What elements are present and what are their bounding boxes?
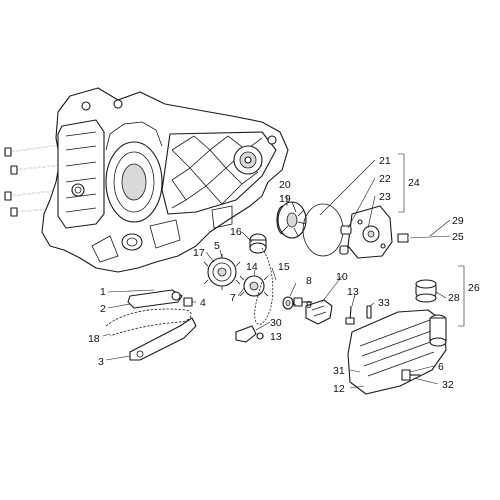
callout-24: 24 <box>408 177 420 189</box>
filler-cap <box>415 279 437 303</box>
callout-10: 10 <box>336 271 348 283</box>
callout-13-lower: 13 <box>270 331 282 343</box>
callout-6: 6 <box>438 361 444 373</box>
callout-3: 3 <box>98 356 104 368</box>
crankcase-studs <box>4 141 89 217</box>
callout-31: 31 <box>333 365 345 377</box>
dowel-pins <box>339 225 352 255</box>
callout-33: 33 <box>378 297 390 309</box>
callout-21: 21 <box>379 155 391 167</box>
callout-18: 18 <box>88 333 100 345</box>
driven-sprocket <box>239 275 269 297</box>
callout-19: 19 <box>279 193 291 205</box>
callout-8: 8 <box>306 275 312 287</box>
leader-lines <box>102 153 465 389</box>
callout-14: 14 <box>246 261 258 273</box>
chain-guide-rail <box>127 289 183 309</box>
chain-tensioner-bracket <box>305 299 333 325</box>
pump-cover-plate <box>347 205 393 259</box>
callout-29: 29 <box>452 215 464 227</box>
oil-pump-rotor <box>276 201 307 239</box>
callout-13-upper: 13 <box>347 286 359 298</box>
screw <box>345 305 355 325</box>
oil-sump <box>347 309 447 395</box>
callout-20: 20 <box>279 179 291 191</box>
callout-4: 4 <box>200 297 206 309</box>
callout-23: 23 <box>379 191 391 203</box>
crankcase-housing <box>4 87 289 273</box>
callout-9: 9 <box>306 299 312 311</box>
callout-labels: 21 22 23 24 20 19 16 17 5 14 15 7 8 9 10… <box>88 155 480 395</box>
drive-sprocket <box>203 254 241 290</box>
tensioner-bracket-30 <box>235 325 264 343</box>
callout-22: 22 <box>379 173 391 185</box>
pump-drive-chain <box>254 247 274 325</box>
callout-5: 5 <box>214 240 220 252</box>
callout-30: 30 <box>270 317 282 329</box>
bushing <box>249 233 267 254</box>
screw-4 <box>183 297 193 307</box>
washer-and-screw <box>282 296 312 310</box>
timing-chain <box>105 308 192 337</box>
callout-2: 2 <box>100 303 106 315</box>
callout-28: 28 <box>448 292 460 304</box>
callout-15: 15 <box>278 261 290 273</box>
callout-1: 1 <box>100 286 106 298</box>
callout-16: 16 <box>230 226 242 238</box>
callout-17: 17 <box>193 247 205 259</box>
chain-tensioner-shoe <box>129 317 197 361</box>
locating-pin <box>366 305 372 319</box>
callout-26: 26 <box>468 282 480 294</box>
drain-plug <box>401 369 420 381</box>
callout-7: 7 <box>230 292 236 304</box>
callout-32: 32 <box>442 379 454 391</box>
callout-12: 12 <box>333 383 345 395</box>
callout-25: 25 <box>452 231 464 243</box>
